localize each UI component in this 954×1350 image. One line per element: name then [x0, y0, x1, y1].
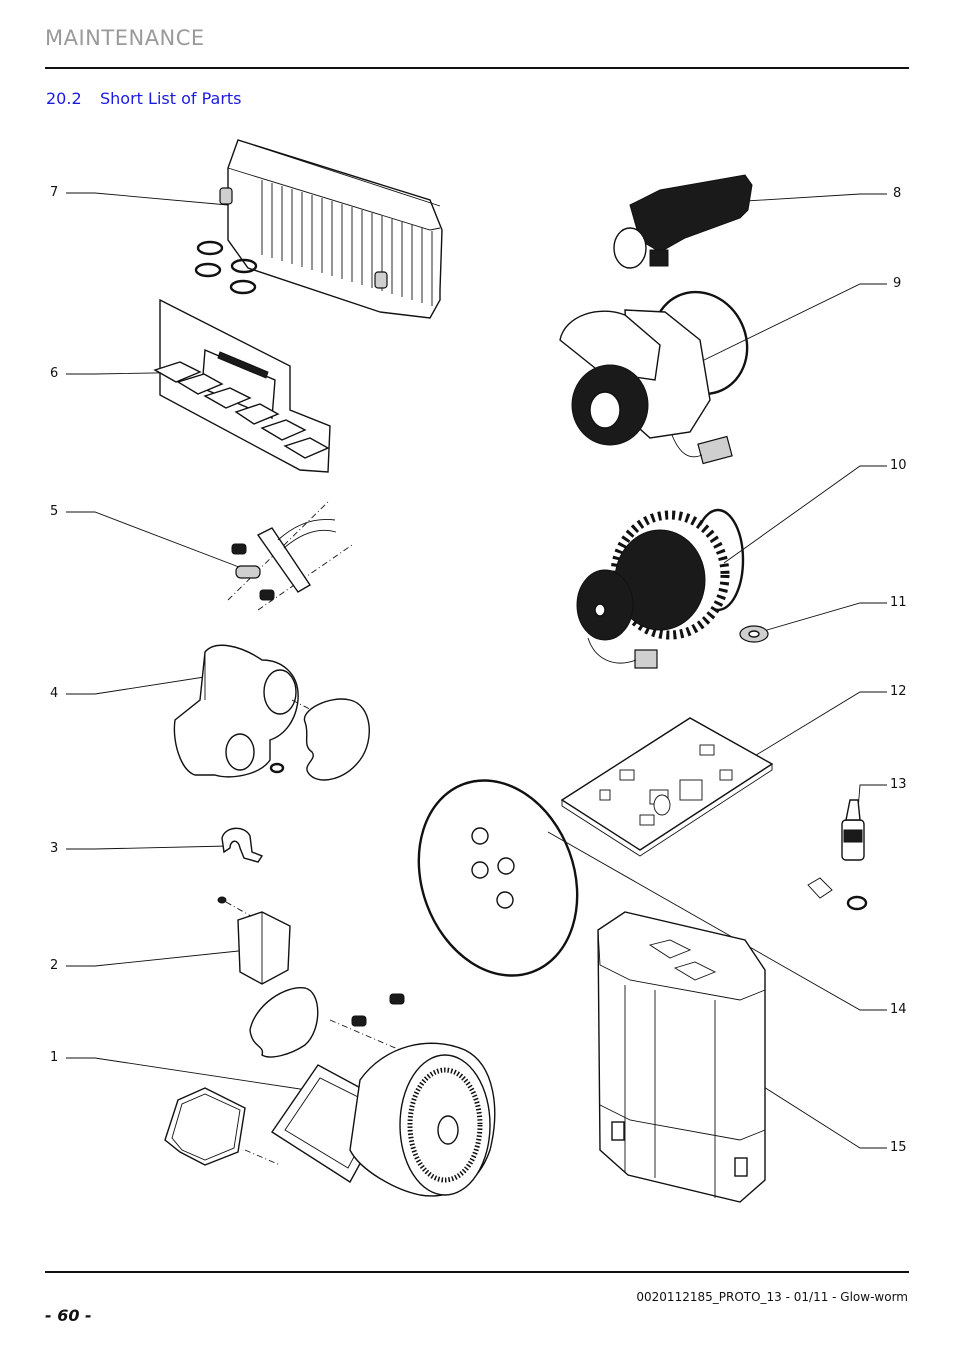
section-heading: 20.2 Short List of Parts — [46, 89, 242, 108]
callout-5: 5 — [50, 504, 59, 519]
section-title: Short List of Parts — [100, 89, 242, 108]
header-divider — [45, 67, 909, 69]
footer-divider — [45, 1271, 909, 1273]
part-5-ignition-electrode — [227, 499, 353, 611]
document-reference: 0020112185_PROTO_13 - 01/11 - Glow-worm — [636, 1290, 908, 1304]
part-1-fan — [164, 987, 496, 1197]
callout-8: 8 — [893, 186, 902, 201]
part-14-gasket — [417, 779, 579, 977]
callout-2: 2 — [50, 958, 59, 973]
part-12-pcb — [560, 717, 774, 857]
part-4-gas-valve — [173, 644, 370, 781]
callout-7: 7 — [50, 185, 59, 200]
part-9-pump — [559, 290, 749, 465]
part-2-component — [217, 896, 291, 985]
callout-4: 4 — [50, 686, 59, 701]
part-8-diverter-valve — [613, 174, 753, 269]
part-6-display-board — [153, 298, 331, 473]
leader-lines — [66, 192, 887, 1149]
part-3-clip — [221, 827, 264, 863]
callout-14: 14 — [890, 1002, 907, 1017]
page-number: - 60 - — [45, 1306, 92, 1325]
callout-9: 9 — [893, 276, 902, 291]
part-10-pump-motor — [576, 508, 745, 669]
callout-13: 13 — [890, 777, 907, 792]
callout-15: 15 — [890, 1140, 907, 1155]
callout-11: 11 — [890, 595, 907, 610]
page-header-title: MAINTENANCE — [45, 26, 205, 50]
part-15-vessel — [597, 911, 766, 1203]
callout-1: 1 — [50, 1050, 59, 1065]
callout-3: 3 — [50, 841, 59, 856]
section-number: 20.2 — [46, 89, 82, 108]
part-7-heat-exchanger — [194, 139, 443, 319]
callout-10: 10 — [890, 458, 907, 473]
part-11-washer — [739, 625, 769, 643]
callout-6: 6 — [50, 366, 59, 381]
part-13-pressure-sensor — [807, 799, 868, 911]
callout-12: 12 — [890, 684, 907, 699]
